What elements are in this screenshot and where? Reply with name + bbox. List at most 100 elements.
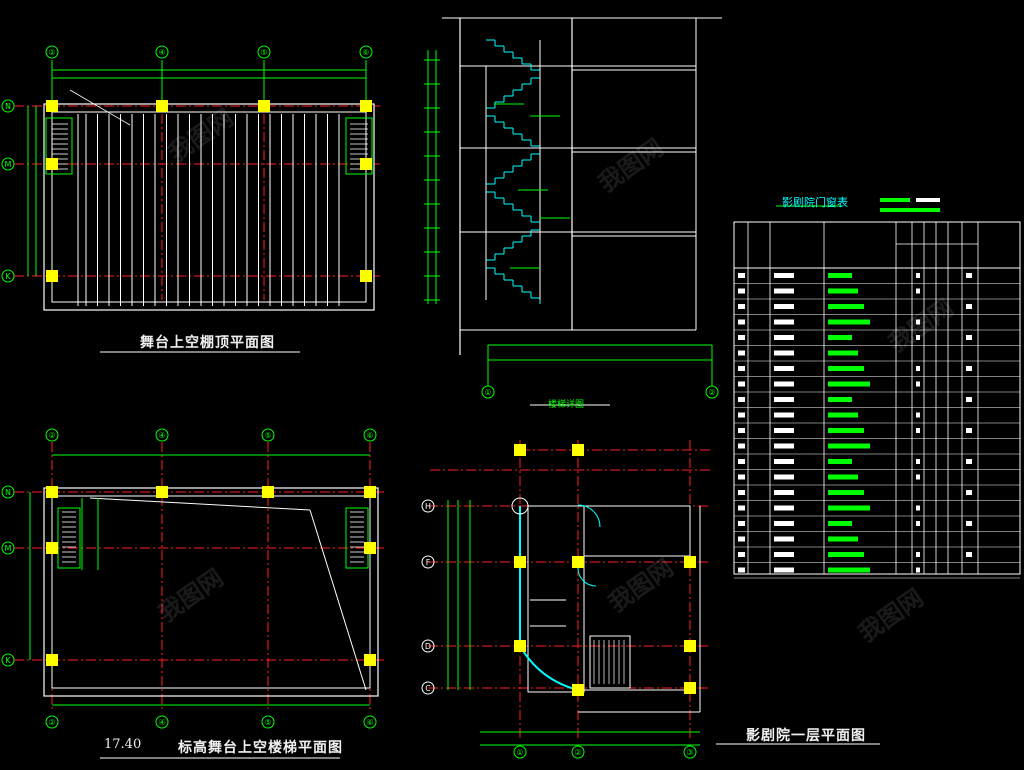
cell-mark [738, 397, 745, 402]
cell-mark [738, 521, 745, 526]
axis-bubble [45, 45, 59, 59]
cell-mark [738, 443, 745, 449]
column [514, 444, 526, 456]
axis-bubble [421, 639, 435, 653]
axis-label: F [426, 558, 431, 567]
axis-bubble [1, 157, 15, 171]
cell-mark [966, 366, 972, 371]
axis-label: ② [48, 718, 55, 727]
cell-mark [738, 567, 745, 573]
axis-bubble [571, 745, 585, 759]
axis-bubble [1, 485, 15, 499]
axis-bubble [513, 745, 527, 759]
title-door-window-table: 影剧院门窗表 [782, 196, 848, 209]
column [46, 486, 58, 498]
cell-mark [738, 366, 745, 371]
column [684, 640, 696, 652]
cell-mark [738, 490, 745, 495]
axis-bubble [45, 428, 59, 442]
axis-label: ⑥ [366, 718, 373, 727]
axis-label: ⑤ [264, 718, 271, 727]
cell-mark [738, 288, 745, 294]
title-stage-stair-plan: 标高舞台上空楼梯平面图 [178, 740, 343, 756]
curved-glass [519, 645, 579, 691]
axis-bubble [359, 45, 373, 59]
axis-label: ② [48, 48, 55, 57]
axis-bubble [45, 715, 59, 729]
stair-right [345, 117, 373, 175]
cell-mark [916, 474, 920, 480]
cell-mark [774, 304, 794, 309]
column [258, 100, 270, 112]
level-mark-17-40: 17.40 [104, 737, 142, 752]
cell-mark [828, 304, 864, 309]
axis-bubble [261, 428, 275, 442]
column [572, 684, 584, 696]
cell-mark [966, 335, 972, 340]
cell-mark [738, 552, 745, 557]
axis-label: N [5, 488, 11, 497]
title-theater-ground-plan: 影剧院一层平面图 [746, 728, 866, 744]
column [156, 100, 168, 112]
column [684, 556, 696, 568]
table-note [880, 198, 910, 202]
axis-bubble [421, 499, 435, 513]
cell-mark [738, 350, 745, 356]
table-note [880, 208, 940, 212]
stair-left [45, 117, 73, 175]
cell-mark [828, 288, 858, 294]
axis-label: M [5, 160, 12, 169]
cell-mark [738, 412, 745, 418]
axis-label: N [5, 102, 11, 111]
column [514, 640, 526, 652]
cell-mark [916, 366, 920, 371]
cell-mark [916, 521, 920, 526]
cell-mark [828, 397, 852, 402]
stair-block [589, 635, 631, 689]
cell-mark [774, 536, 794, 542]
cell-mark [774, 567, 794, 573]
cell-mark [828, 335, 852, 340]
axis-label: ② [708, 388, 715, 397]
cell-mark [828, 273, 852, 278]
cell-mark [738, 428, 745, 433]
cell-mark [828, 536, 858, 542]
axis-label: ④ [158, 48, 165, 57]
column [46, 654, 58, 666]
axis-bubble [155, 715, 169, 729]
cell-mark [774, 412, 794, 418]
cell-mark [738, 459, 745, 464]
axis-bubble [363, 428, 377, 442]
cell-mark [828, 381, 870, 387]
axis-label: ④ [158, 718, 165, 727]
cell-mark [738, 474, 745, 480]
cell-mark [738, 335, 745, 340]
axis-label: ① [484, 388, 491, 397]
outer-wall [43, 103, 375, 311]
column [572, 556, 584, 568]
cell-mark [774, 443, 794, 449]
cell-mark [828, 474, 858, 480]
axis-label: ⑥ [362, 48, 369, 57]
axis-label: M [5, 544, 12, 553]
axis-bubble [421, 681, 435, 695]
cell-mark [738, 505, 745, 511]
axis-label: ⑤ [260, 48, 267, 57]
cell-mark [966, 428, 972, 433]
column [360, 270, 372, 282]
cell-mark [774, 273, 794, 278]
cell-mark [828, 428, 864, 433]
column [572, 444, 584, 456]
cell-mark [916, 335, 920, 340]
column-round [511, 497, 529, 515]
door-swing [577, 504, 601, 528]
cell-mark [774, 505, 794, 511]
axis-bubble [257, 45, 271, 59]
column [262, 486, 274, 498]
stair-left [57, 507, 81, 569]
cell-mark [828, 521, 852, 526]
column [156, 486, 168, 498]
leader [69, 89, 131, 126]
axis-label: ⑤ [264, 431, 271, 440]
cell-mark [966, 304, 972, 309]
